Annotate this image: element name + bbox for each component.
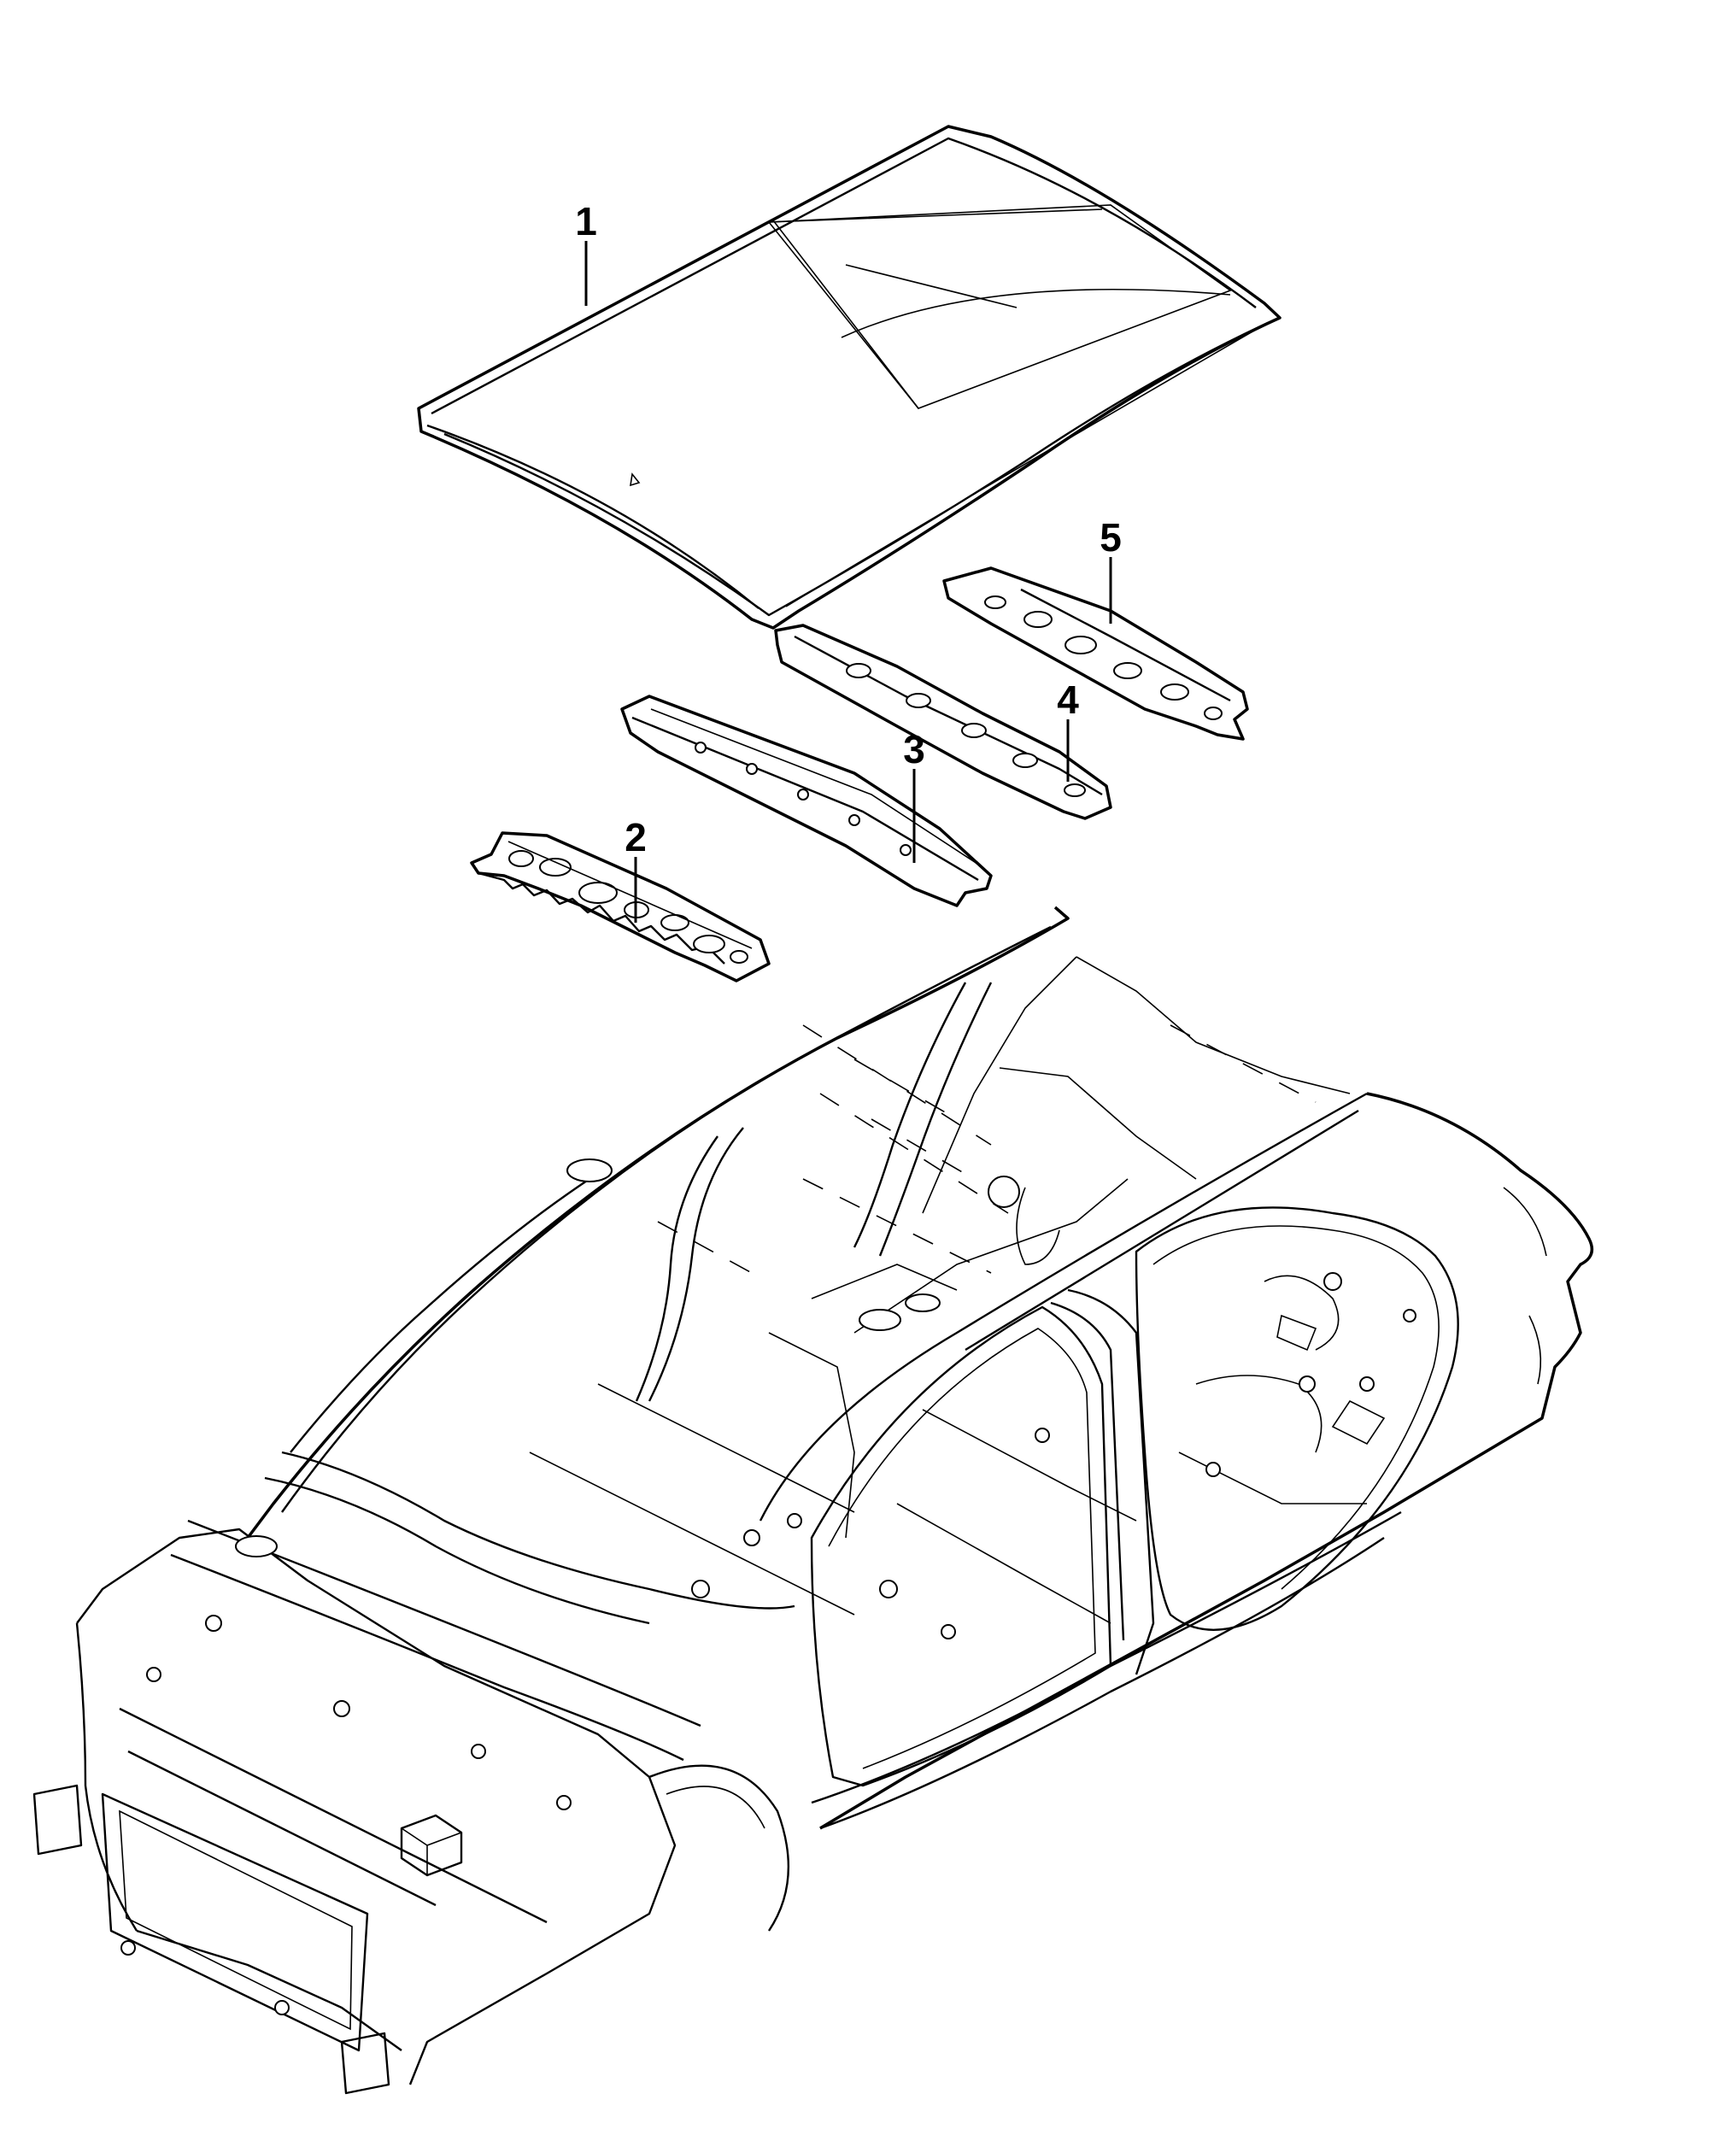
callouts: 1 2 3 4 5 xyxy=(575,199,1122,859)
callout-2: 2 xyxy=(625,815,647,859)
callout-4: 4 xyxy=(1057,677,1079,722)
callout-1: 1 xyxy=(575,199,597,243)
front-roof-rail[interactable] xyxy=(470,831,771,982)
callout-5: 5 xyxy=(1100,515,1122,560)
roof-bow-rear[interactable] xyxy=(774,624,1112,820)
callout-3: 3 xyxy=(903,727,925,771)
leader-lines xyxy=(584,241,1112,923)
roof-panel[interactable] xyxy=(417,125,1281,630)
roof-bow-center[interactable] xyxy=(620,695,993,907)
body-in-white xyxy=(32,906,1594,2095)
rear-roof-rail[interactable] xyxy=(942,566,1249,741)
